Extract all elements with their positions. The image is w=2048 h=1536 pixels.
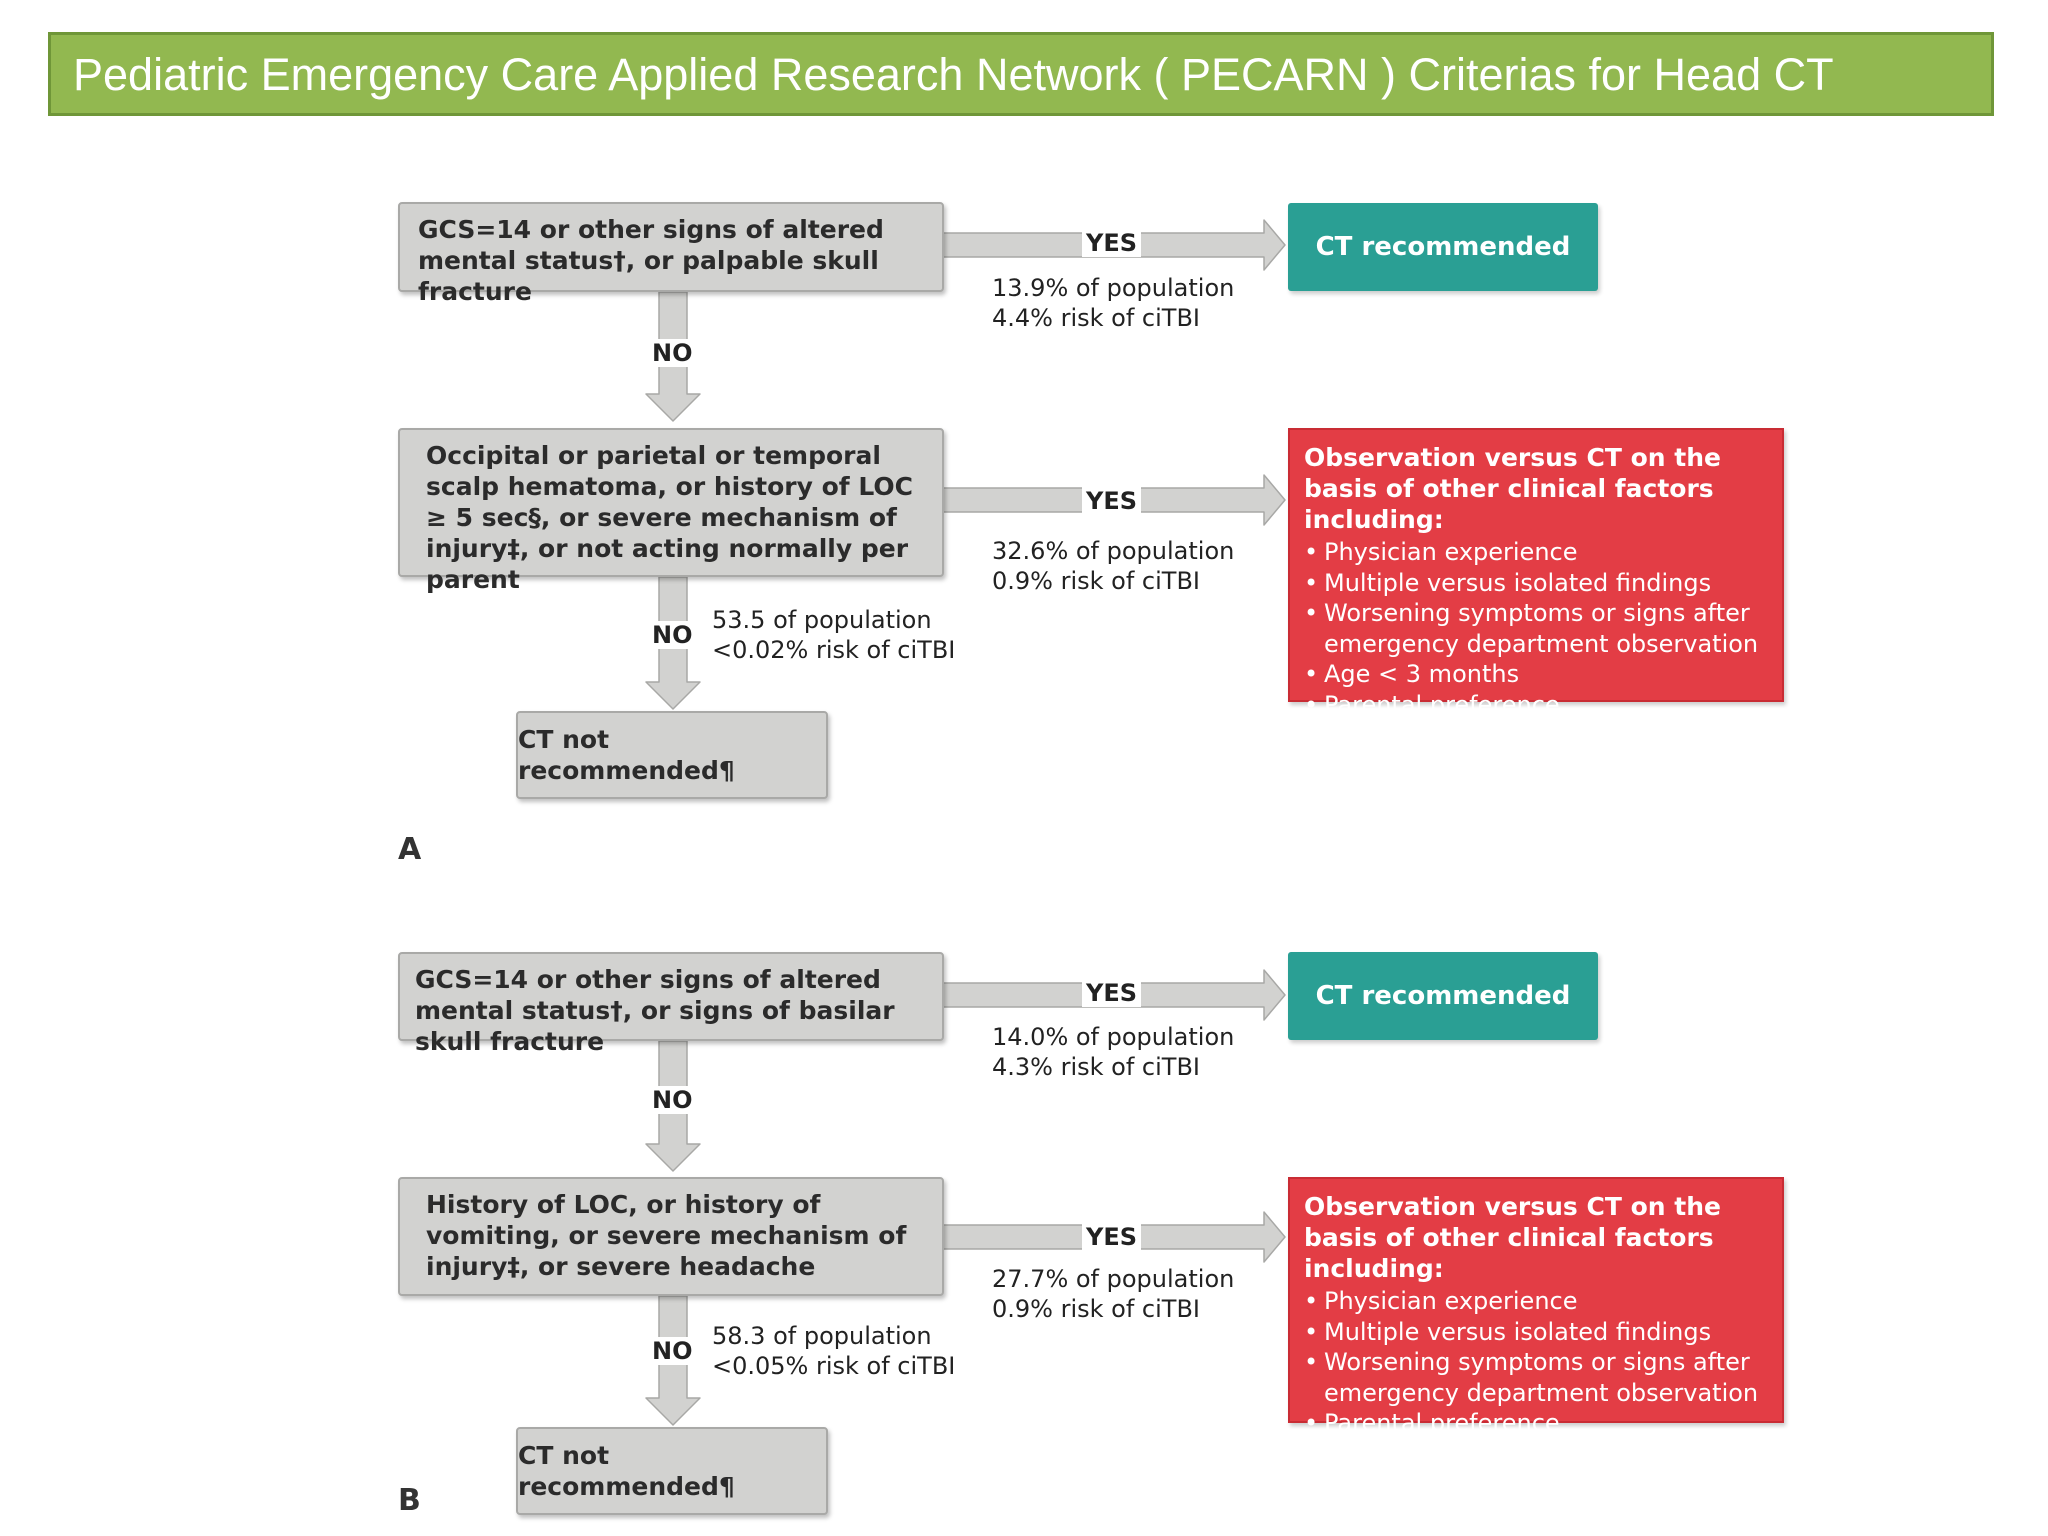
panel-a-question-2-box: Occipital or parietal or temporal scalp … — [398, 428, 944, 594]
panel-b-q1-yes-stats: 14.0% of population 4.3% risk of ciTBI — [992, 1022, 1234, 1082]
panel-a-q1-yes-population: 13.9% of population — [992, 274, 1235, 302]
panel-a-q2-no-population: 53.5 of population — [712, 606, 932, 634]
panel-b-observation-heading: Observation versus CT on the basis of ot… — [1304, 1192, 1722, 1283]
panel-b-observation-item: Physician experience — [1304, 1286, 1768, 1317]
panel-b-observation-item: Parental preference — [1304, 1408, 1768, 1439]
panel-a-observation-item: Multiple versus isolated findings — [1304, 568, 1768, 599]
panel-b-q1-yes-population: 14.0% of population — [992, 1023, 1235, 1051]
panel-a-observation-box: Observation versus CT on the basis of ot… — [1288, 428, 1784, 720]
panel-a-ct-not-recommended-text: CT not recommended¶ — [518, 725, 735, 785]
panel-a-question-1-text: GCS=14 or other signs of altered mental … — [418, 215, 884, 306]
panel-b-ct-recommended-box: CT recommended — [1288, 952, 1598, 1040]
panel-b-question-2-box: History of LOC, or history of vomiting, … — [398, 1177, 944, 1296]
panel-a-observation-item: Age < 3 months — [1304, 659, 1768, 690]
panel-a-q2-no-stats: 53.5 of population <0.02% risk of ciTBI — [712, 605, 955, 665]
panel-a-observation-list: Physician experience Multiple versus iso… — [1304, 537, 1768, 720]
panel-b-q2-yes-risk: 0.9% risk of ciTBI — [992, 1295, 1200, 1323]
panel-b-observation-box: Observation versus CT on the basis of ot… — [1288, 1177, 1784, 1438]
panel-a-q2-yes-label: YES — [1082, 487, 1142, 515]
panel-a-q1-yes-label: YES — [1082, 229, 1142, 257]
panel-b-ct-not-recommended-text: CT not recommended¶ — [518, 1441, 735, 1501]
panel-b-observation-item: Worsening symptoms or signs after emerge… — [1304, 1347, 1768, 1408]
panel-a-q2-no-label: NO — [648, 621, 697, 649]
panel-a-label: A — [398, 832, 422, 867]
panel-b-q2-no-population: 58.3 of population — [712, 1322, 932, 1350]
panel-b-q1-yes-risk: 4.3% risk of ciTBI — [992, 1053, 1200, 1081]
panel-a-observation-item: Parental preference — [1304, 690, 1768, 721]
panel-a-observation-heading: Observation versus CT on the basis of ot… — [1304, 443, 1722, 534]
panel-a-q2-yes-stats: 32.6% of population 0.9% risk of ciTBI — [992, 536, 1234, 596]
panel-a-ct-recommended-box: CT recommended — [1288, 203, 1598, 291]
panel-a-observation-item: Physician experience — [1304, 537, 1768, 568]
panel-b-question-2-text: History of LOC, or history of vomiting, … — [426, 1190, 907, 1281]
panel-b-q1-yes-label: YES — [1082, 979, 1142, 1007]
panel-a-question-2-text: Occipital or parietal or temporal scalp … — [426, 441, 913, 594]
panel-b-question-1-box: GCS=14 or other signs of altered mental … — [398, 952, 944, 1056]
panel-a-q2-no-risk: <0.02% risk of ciTBI — [712, 636, 956, 664]
page-title: Pediatric Emergency Care Applied Researc… — [73, 49, 1834, 100]
panel-a-q2-yes-population: 32.6% of population — [992, 537, 1235, 565]
panel-b-q2-no-stats: 58.3 of population <0.05% risk of ciTBI — [712, 1321, 955, 1381]
panel-b-ct-not-recommended-box: CT not recommended¶ — [516, 1427, 828, 1515]
panel-b-q2-no-label: NO — [648, 1337, 697, 1365]
panel-b-q2-yes-population: 27.7% of population — [992, 1265, 1235, 1293]
panel-a-ct-recommended-text: CT recommended — [1315, 232, 1571, 262]
panel-b-observation-list: Physician experience Multiple versus iso… — [1304, 1286, 1768, 1439]
panel-a-question-1-box: GCS=14 or other signs of altered mental … — [398, 202, 944, 306]
panel-a-q1-yes-risk: 4.4% risk of ciTBI — [992, 304, 1200, 332]
panel-b-ct-recommended-text: CT recommended — [1315, 981, 1571, 1011]
panel-b-q2-yes-label: YES — [1082, 1223, 1142, 1251]
panel-a-q2-yes-risk: 0.9% risk of ciTBI — [992, 567, 1200, 595]
panel-a-q1-yes-stats: 13.9% of population 4.4% risk of ciTBI — [992, 273, 1234, 333]
panel-b-question-1-text: GCS=14 or other signs of altered mental … — [415, 965, 895, 1056]
panel-b-observation-item: Multiple versus isolated findings — [1304, 1317, 1768, 1348]
title-bar: Pediatric Emergency Care Applied Researc… — [48, 32, 1994, 116]
panel-a-ct-not-recommended-box: CT not recommended¶ — [516, 711, 828, 799]
panel-a-q1-no-label: NO — [648, 339, 697, 367]
panel-b-q2-no-risk: <0.05% risk of ciTBI — [712, 1352, 956, 1380]
panel-b-label: B — [398, 1483, 421, 1518]
panel-b-q2-yes-stats: 27.7% of population 0.9% risk of ciTBI — [992, 1264, 1234, 1324]
panel-a-observation-item: Worsening symptoms or signs after emerge… — [1304, 598, 1768, 659]
panel-b-q1-no-label: NO — [648, 1086, 697, 1114]
